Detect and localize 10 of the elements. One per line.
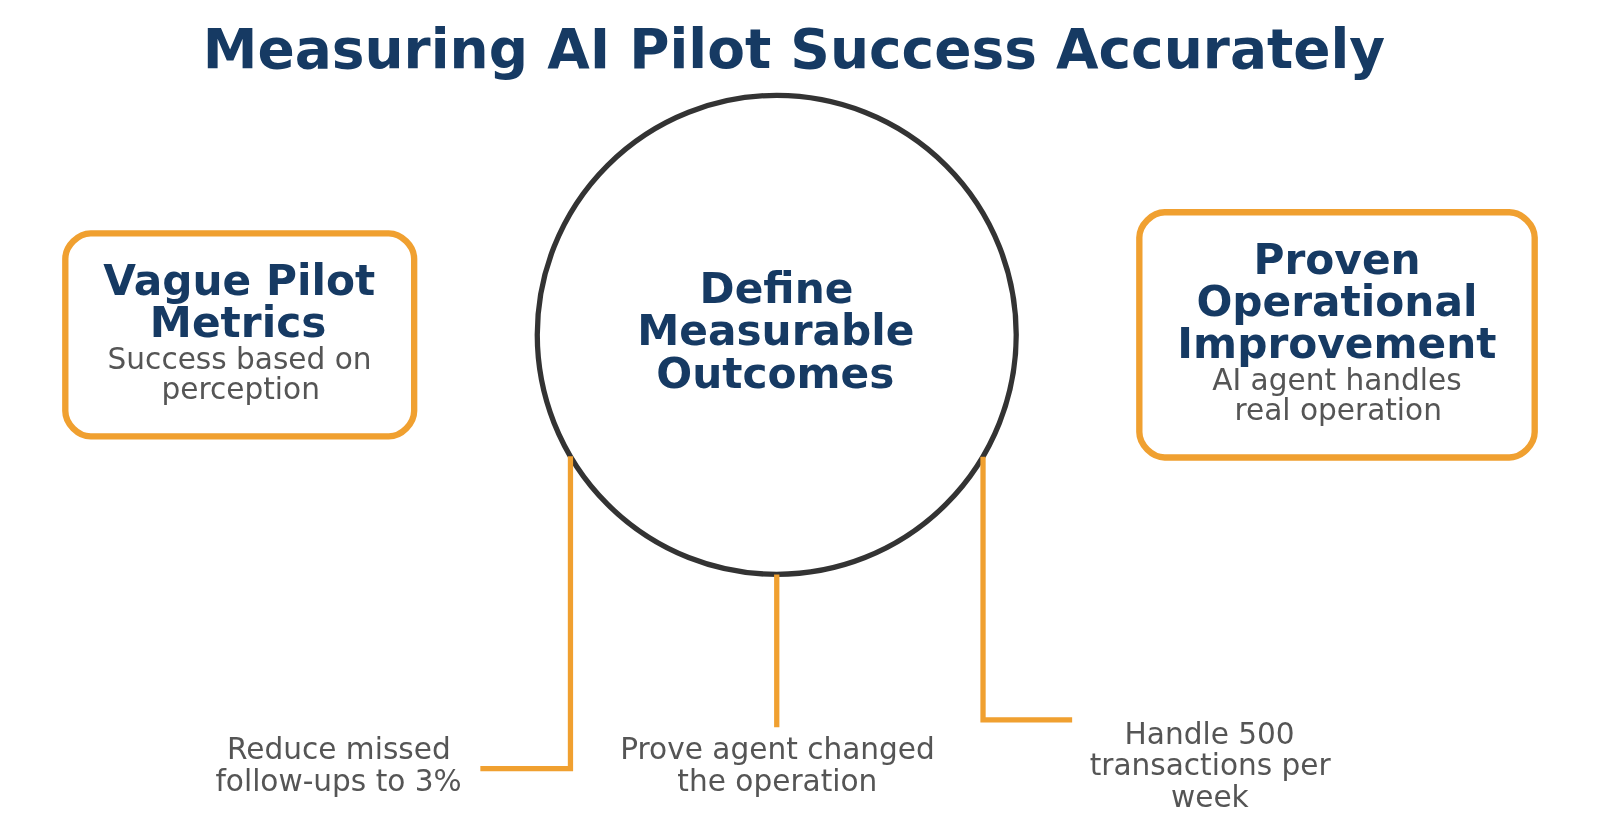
- node-box: Proven Operational Improvement AI agent handles real operation: [1136, 208, 1538, 461]
- connector: [480, 455, 574, 771]
- connector: [774, 574, 780, 727]
- node-box: Vague Pilot Metrics Success based on perception: [62, 229, 418, 440]
- node-text: Handle 500 transactions per week: [1089, 716, 1331, 814]
- node-text: Reduce missed follow-ups to 3%: [215, 731, 462, 798]
- connector: [980, 456, 1073, 723]
- node-text: Prove agent changed the operation: [620, 731, 935, 798]
- diagram-title: Measuring AI Pilot Success Accurately: [202, 16, 1386, 81]
- node-circle: Define Measurable Outcomes: [534, 92, 1019, 577]
